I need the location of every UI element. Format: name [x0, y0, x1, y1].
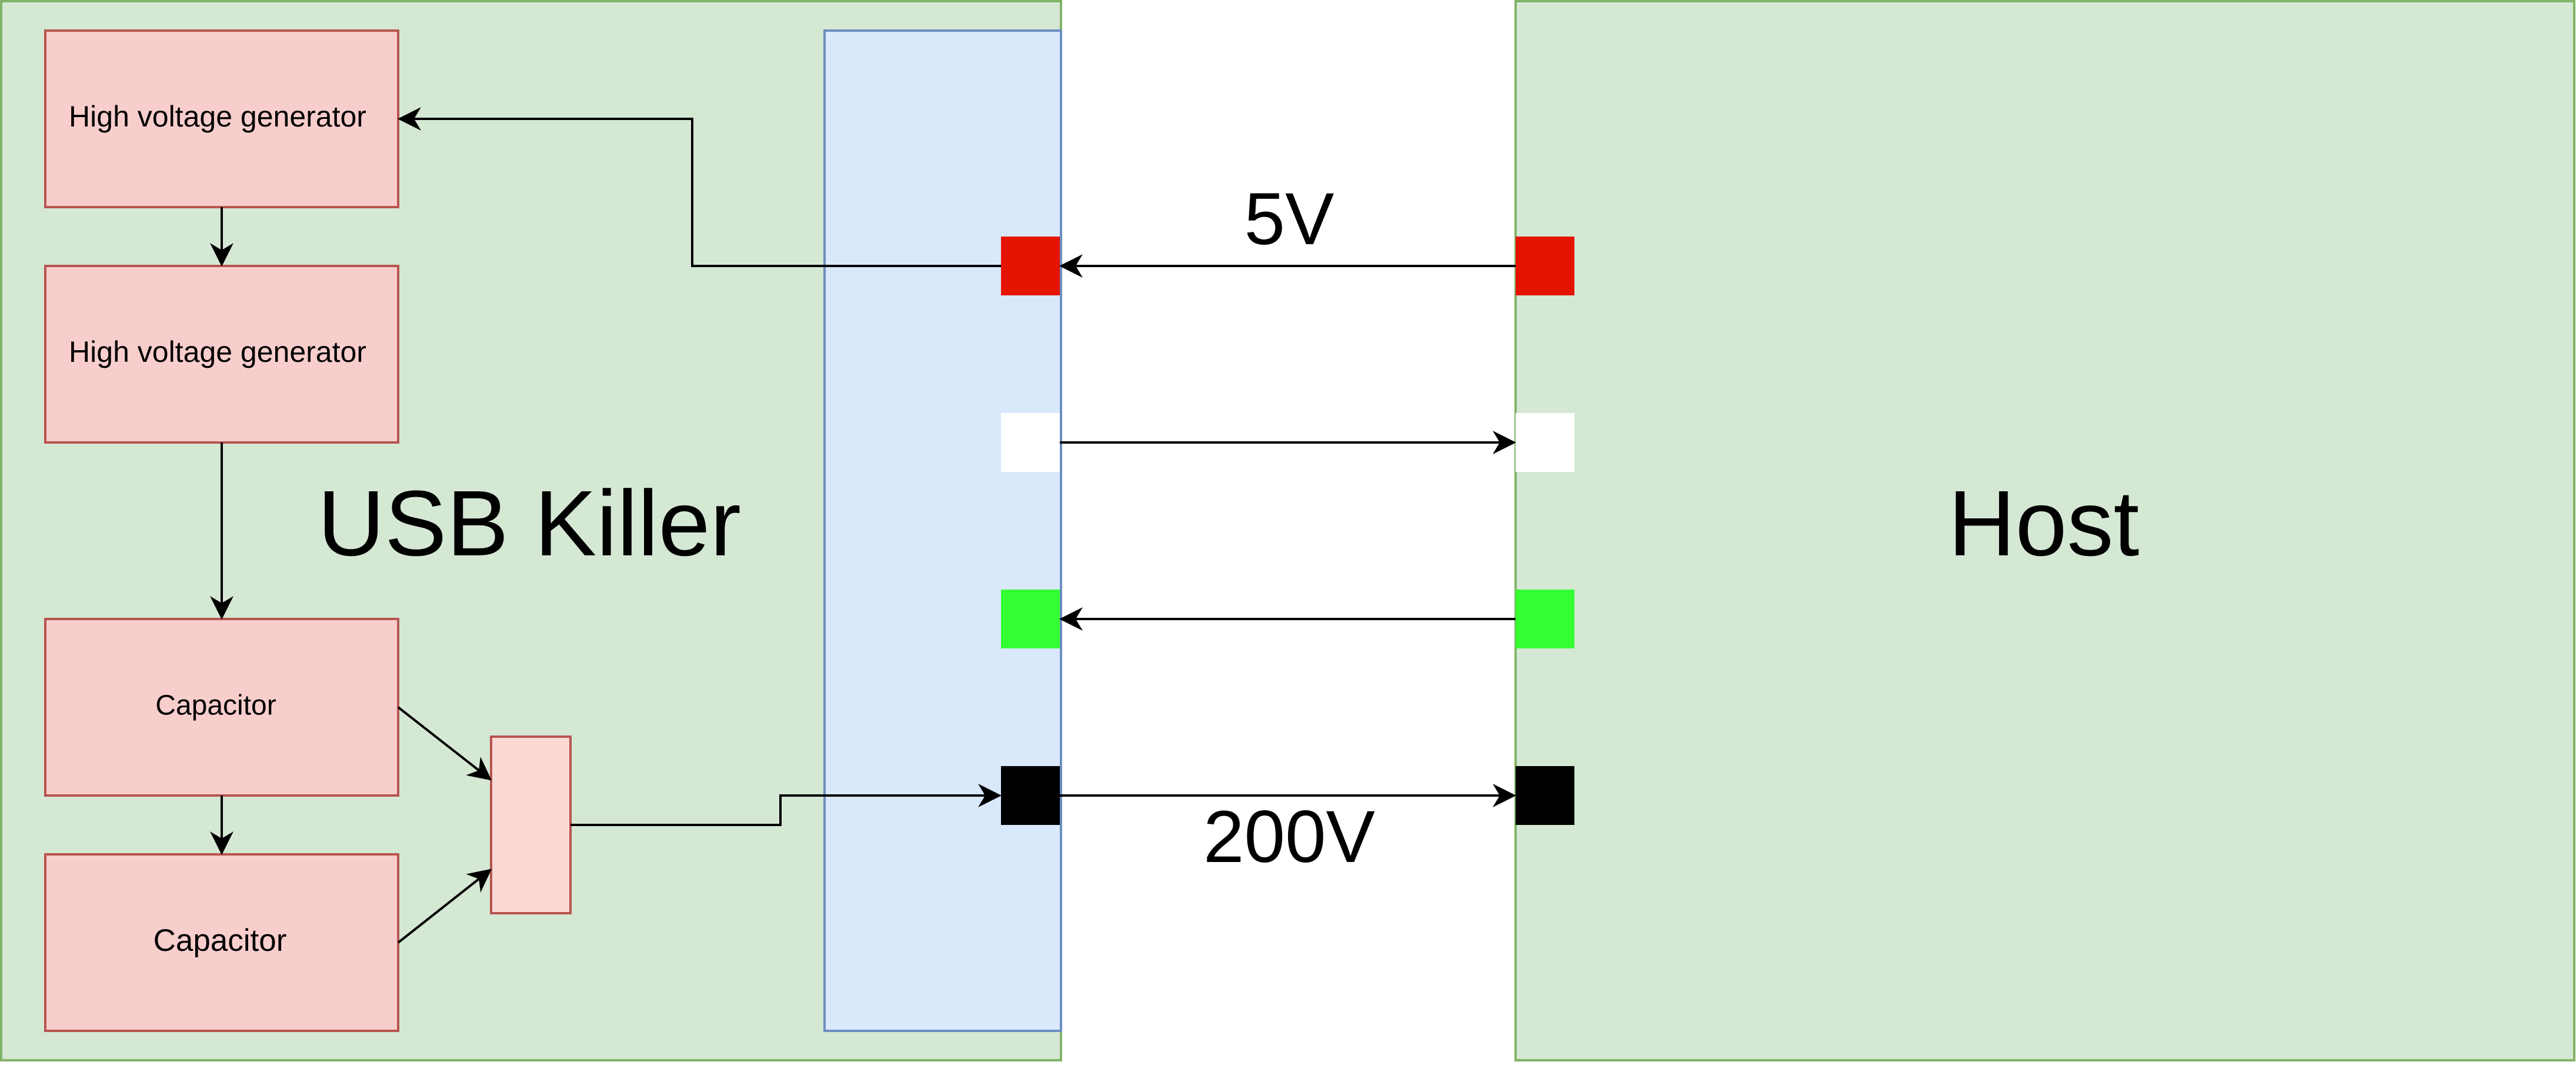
hv-generator-2-block — [44, 265, 399, 444]
hv-generator-1-block — [44, 29, 399, 208]
capacitor-2-block — [44, 853, 399, 1032]
usb-connector — [823, 29, 1062, 1032]
pin-vcc-host — [1516, 237, 1574, 295]
capacitor-1-block — [44, 618, 399, 797]
power-line-label: 5V — [1244, 178, 1334, 260]
usb-killer-title: USB Killer — [318, 472, 741, 575]
pin-data-plus-killer — [1001, 590, 1060, 648]
hv-generator-2-label: High voltage generator — [69, 335, 366, 368]
pin-data-minus-killer — [1001, 413, 1060, 472]
pin-vcc-killer — [1001, 237, 1060, 295]
arrow-vcc-to-hv1 — [398, 107, 1001, 267]
arrow-cap1-to-combiner — [397, 706, 492, 781]
pin-ground-host — [1516, 766, 1574, 825]
hv-generator-1-label: High voltage generator — [69, 100, 366, 133]
host-panel — [1514, 0, 2575, 1061]
pin-data-plus-host — [1516, 590, 1574, 648]
arrow-combiner-to-ground — [570, 784, 1002, 826]
pin-data-minus-host — [1516, 413, 1574, 472]
host-title: Host — [1948, 472, 2140, 575]
arrow-cap2-to-combiner — [397, 868, 492, 944]
pin-ground-killer — [1001, 766, 1060, 825]
ground-line-label: 200V — [1203, 796, 1375, 878]
combiner-block — [490, 735, 572, 914]
capacitor-1-label: Capacitor — [155, 690, 276, 721]
capacitor-2-label: Capacitor — [154, 923, 287, 958]
